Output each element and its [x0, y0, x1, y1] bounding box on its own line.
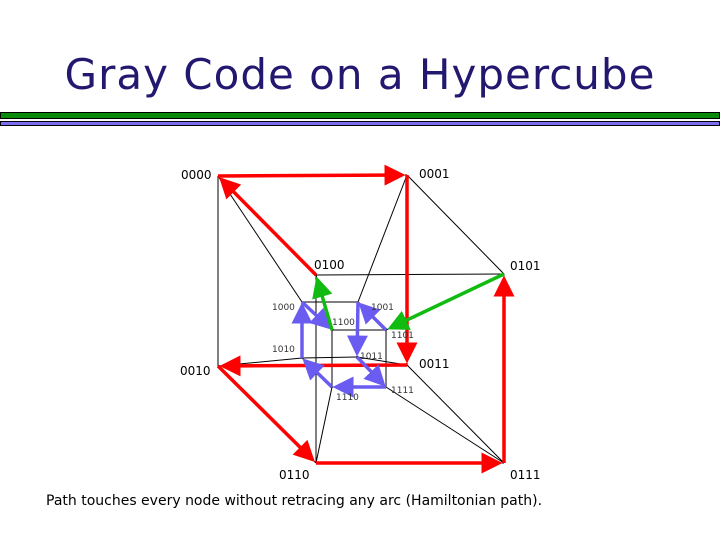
caption: Path touches every node without retracin… — [46, 493, 543, 509]
node-label-1101: 1101 — [391, 331, 414, 341]
path-arrow-1011-to-1111 — [355, 355, 386, 387]
node-label-0010: 0010 — [180, 364, 211, 378]
node-label-0000: 0000 — [181, 168, 212, 182]
node-label-1010: 1010 — [272, 345, 295, 355]
node-label-0001: 0001 — [419, 167, 450, 181]
node-label-1100: 1100 — [332, 318, 355, 328]
edge-0100-0101 — [315, 273, 505, 276]
path-arrow-0010-to-0110 — [216, 364, 315, 462]
path-arrow-0000-to-0001 — [217, 164, 406, 186]
path-arrow-0100-to-0000 — [219, 177, 318, 277]
path-arrow-1110-to-1010 — [302, 358, 334, 389]
edge-0001-1001 — [357, 174, 408, 303]
node-label-1000: 1000 — [272, 303, 295, 313]
path-arrow-1001-to-1011 — [346, 301, 368, 357]
path-arrow-1100-to-0100 — [312, 276, 334, 331]
path-arrow-0011-to-0010 — [219, 355, 408, 377]
node-label-0110: 0110 — [279, 468, 310, 482]
path-arrow-1101-to-1001 — [358, 302, 388, 332]
edge-0011-0111 — [406, 364, 505, 464]
edge-0110-1110 — [315, 386, 333, 464]
path-arrow-0101-to-1101 — [387, 272, 505, 330]
node-label-1001: 1001 — [371, 303, 394, 313]
path-arrow-1000-to-1100 — [300, 300, 332, 330]
node-label-0100: 0100 — [314, 258, 345, 272]
node-label-0101: 0101 — [510, 259, 541, 273]
edge-0001-0101 — [406, 174, 505, 275]
node-label-1011: 1011 — [360, 352, 383, 362]
edge-1010-1011 — [301, 356, 358, 359]
node-label-1111: 1111 — [391, 386, 414, 396]
slide-title: Gray Code on a Hypercube — [64, 50, 656, 99]
edge-0000-1000 — [217, 175, 303, 303]
node-label-0111: 0111 — [510, 468, 541, 482]
node-label-0011: 0011 — [419, 357, 450, 371]
node-label-1110: 1110 — [336, 393, 359, 403]
edge-0111-1111 — [385, 386, 505, 464]
